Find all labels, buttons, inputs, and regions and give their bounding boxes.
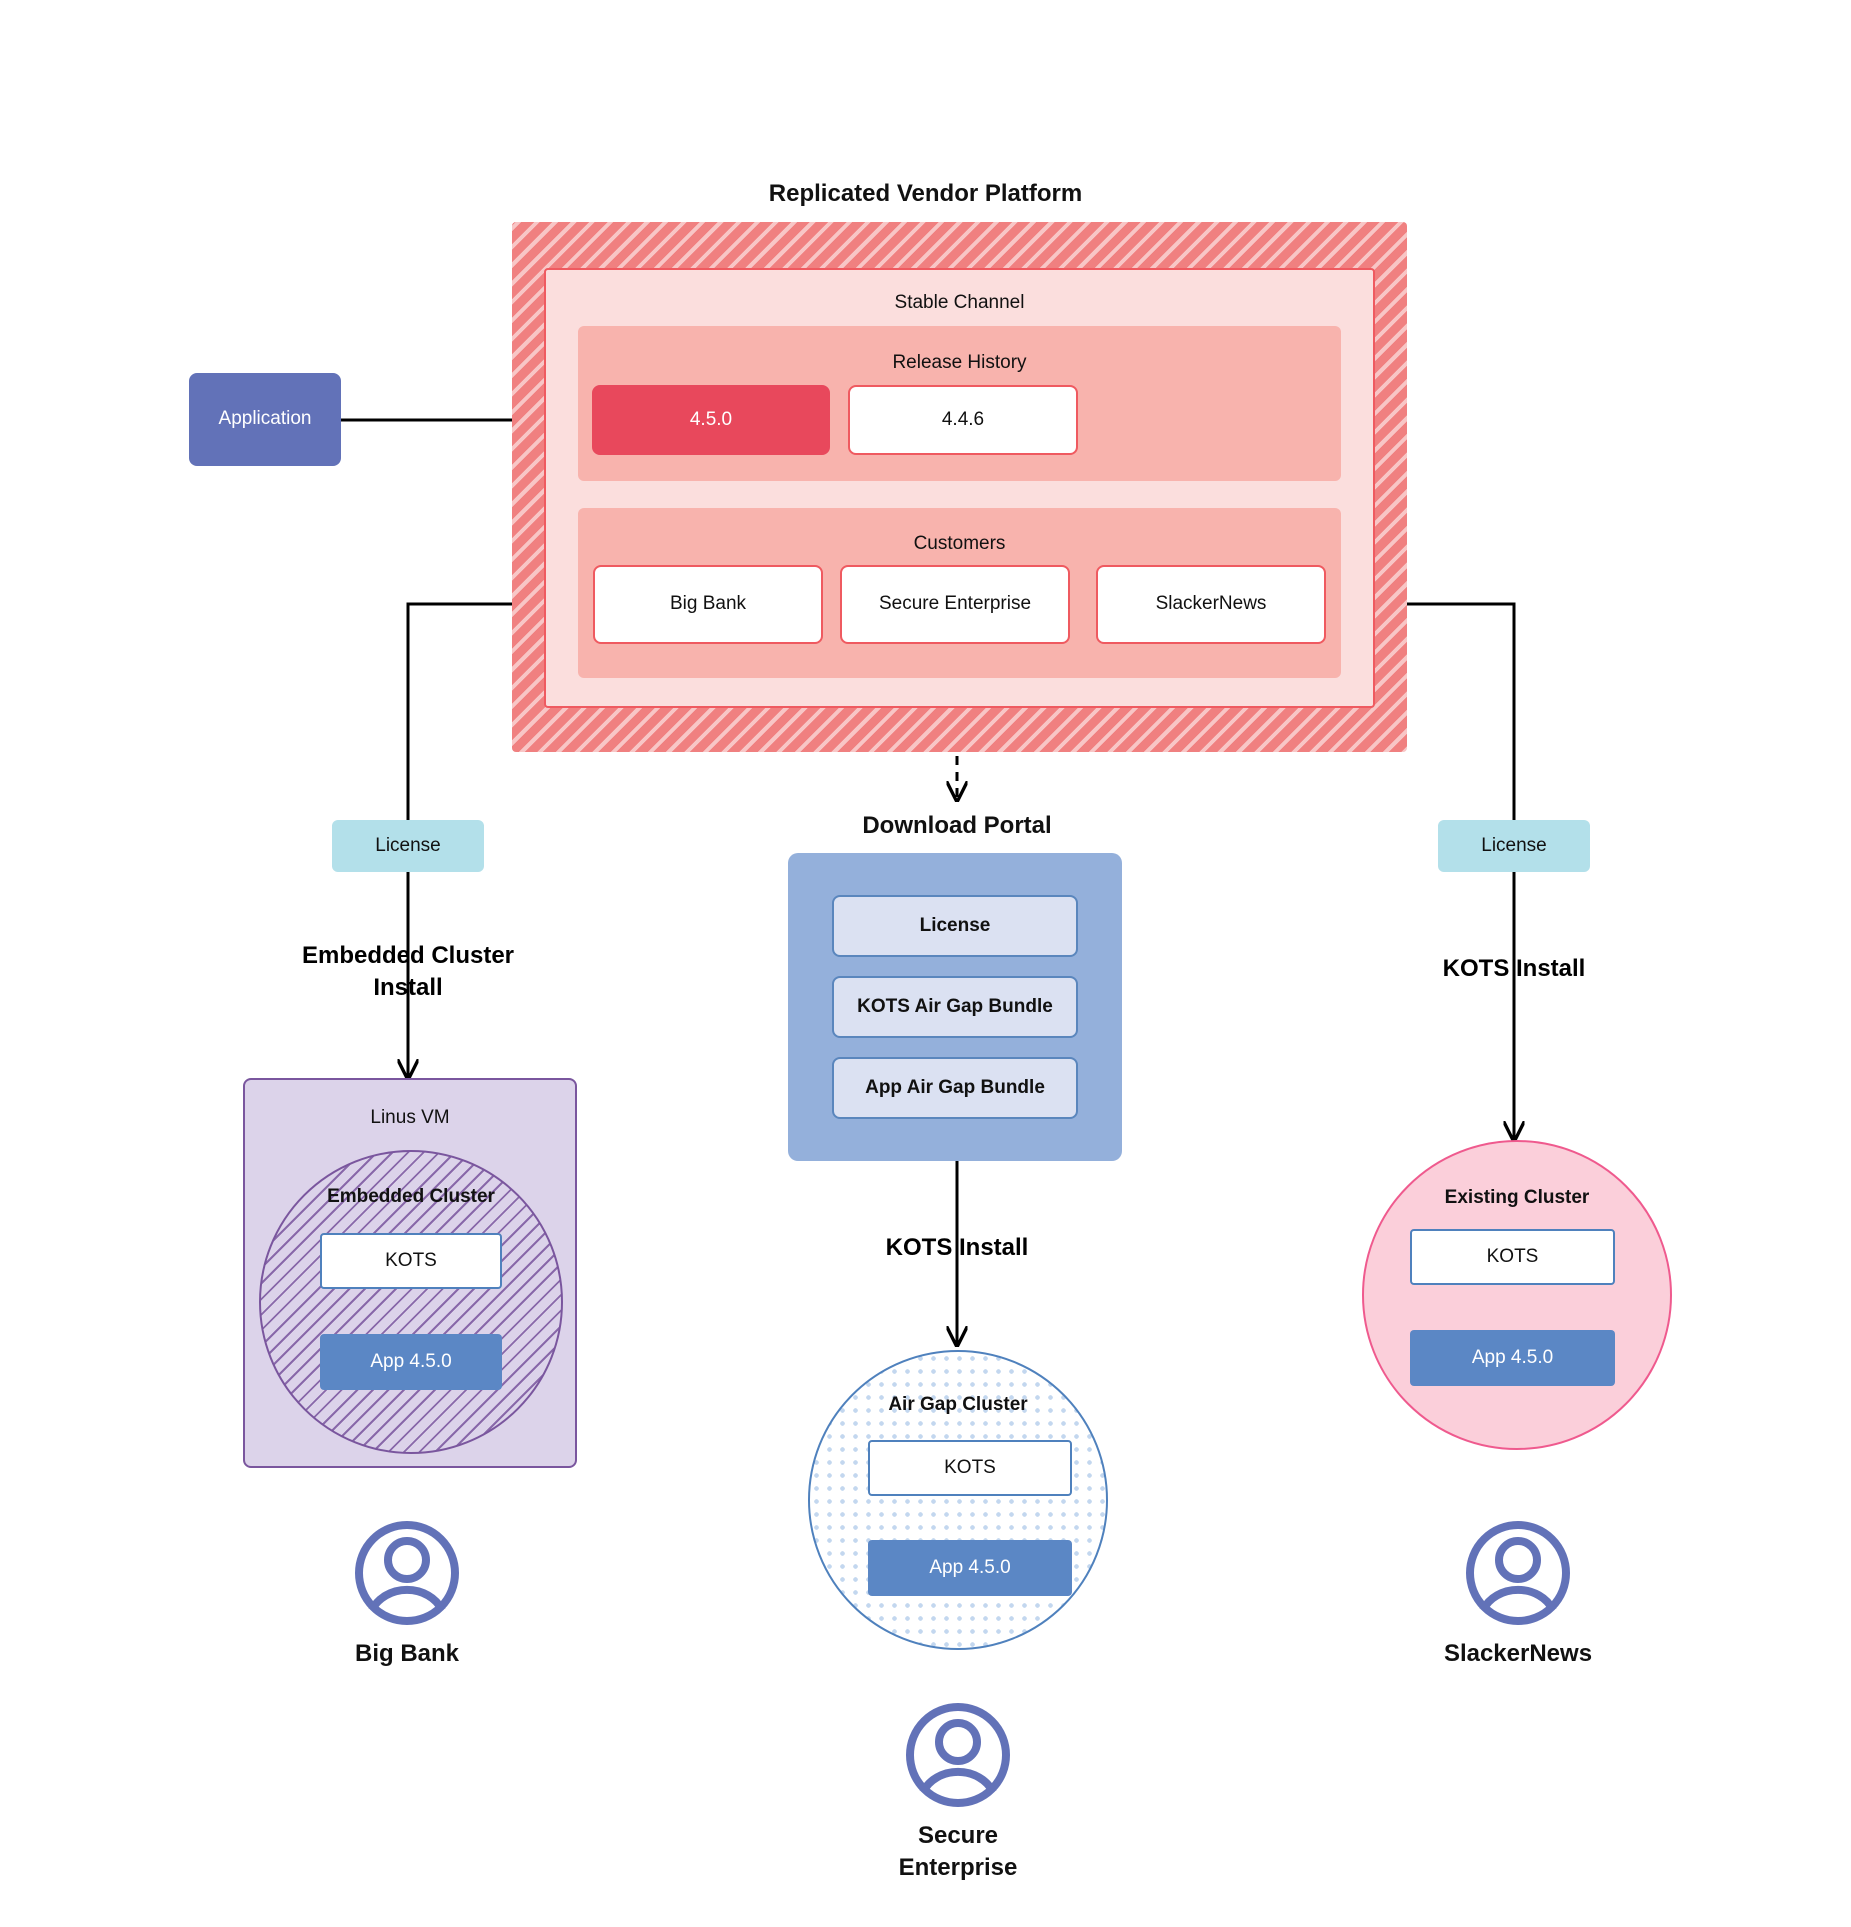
kots-install-label-center: KOTS Install — [885, 1234, 1029, 1261]
avatar-label-secure-enterprise: Secure Enterprise — [898, 1822, 1018, 1882]
release-history-title: Release History — [892, 352, 1027, 373]
license-chip-left[interactable]: License — [332, 820, 484, 872]
air-gap-cluster-title: Air Gap Cluster — [888, 1394, 1028, 1415]
avatar-slackernews — [1463, 1518, 1573, 1633]
app-node-embedded[interactable]: App 4.5.0 — [320, 1334, 502, 1390]
embedded-cluster-circle — [259, 1150, 563, 1454]
avatar-label-slackernews: SlackerNews — [1443, 1640, 1593, 1667]
kots-node-existing[interactable]: KOTS — [1410, 1229, 1615, 1285]
air-gap-cluster-circle — [808, 1350, 1108, 1650]
app-node-existing[interactable]: App 4.5.0 — [1410, 1330, 1615, 1386]
kots-node-airgap[interactable]: KOTS — [868, 1440, 1072, 1496]
release-item-previous[interactable]: 4.4.6 — [848, 385, 1078, 455]
stable-channel-title: Stable Channel — [894, 292, 1025, 313]
app-node-airgap[interactable]: App 4.5.0 — [868, 1540, 1072, 1596]
license-chip-right[interactable]: License — [1438, 820, 1590, 872]
avatar-big-bank — [352, 1518, 462, 1633]
embedded-cluster-title: Embedded Cluster — [327, 1186, 495, 1207]
customers-title: Customers — [913, 533, 1006, 554]
download-portal-title: Download Portal — [862, 812, 1052, 839]
application-node[interactable]: Application — [189, 373, 341, 466]
portal-item-app-air-gap-bundle[interactable]: App Air Gap Bundle — [832, 1057, 1078, 1119]
existing-cluster-title: Existing Cluster — [1444, 1187, 1590, 1208]
customer-item-secure-enterprise[interactable]: Secure Enterprise — [840, 565, 1070, 644]
customer-item-big-bank[interactable]: Big Bank — [593, 565, 823, 644]
kots-node-embedded[interactable]: KOTS — [320, 1233, 502, 1289]
linux-vm-title: Linus VM — [370, 1107, 450, 1128]
avatar-label-big-bank: Big Bank — [354, 1640, 459, 1667]
release-item-current[interactable]: 4.5.0 — [592, 385, 830, 455]
portal-item-kots-air-gap-bundle[interactable]: KOTS Air Gap Bundle — [832, 976, 1078, 1038]
embedded-cluster-install-label: Embedded Cluster Install — [301, 942, 515, 1002]
portal-item-license[interactable]: License — [832, 895, 1078, 957]
kots-install-label-right: KOTS Install — [1442, 955, 1586, 982]
customer-item-slackernews[interactable]: SlackerNews — [1096, 565, 1326, 644]
page-title: Replicated Vendor Platform — [768, 180, 1083, 207]
avatar-secure-enterprise — [903, 1700, 1013, 1815]
existing-cluster-circle — [1362, 1140, 1672, 1450]
